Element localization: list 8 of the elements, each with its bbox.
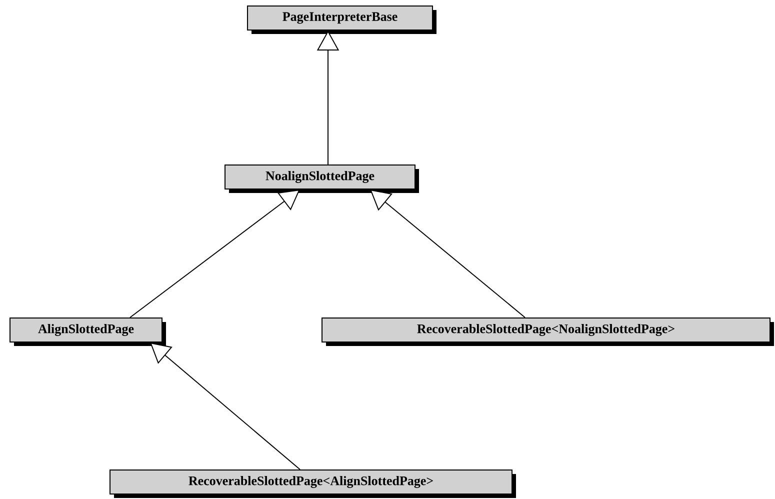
inheritance-arrow bbox=[370, 190, 526, 318]
class-box: AlignSlottedPage bbox=[10, 318, 166, 346]
class-box: PageInterpreterBase bbox=[247, 6, 436, 34]
inheritance-arrow bbox=[130, 190, 300, 318]
class-box: RecoverableSlottedPage<AlignSlottedPage> bbox=[110, 470, 516, 498]
class-box: RecoverableSlottedPage<NoalignSlottedPage> bbox=[322, 318, 774, 346]
class-box: NoalignSlottedPage bbox=[224, 164, 419, 193]
inheritance-arrow bbox=[150, 342, 300, 470]
